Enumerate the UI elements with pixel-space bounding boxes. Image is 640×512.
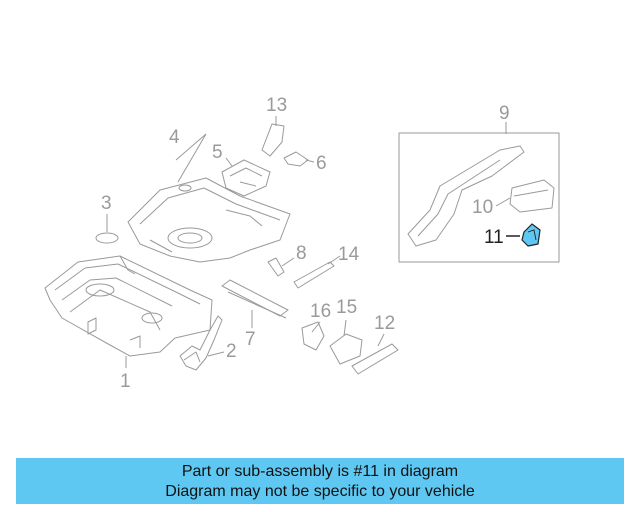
callout-4: 4 xyxy=(169,127,180,148)
part-16-bracket xyxy=(301,321,325,351)
callout-16: 16 xyxy=(310,301,332,322)
part-2-bracket xyxy=(179,315,223,371)
banner-line-part-number: Part or sub-assembly is #11 in diagram xyxy=(181,463,459,480)
part-14-brace xyxy=(293,261,335,289)
callout-11: 11 xyxy=(484,227,504,248)
callout-14: 14 xyxy=(338,244,360,265)
part-15-bracket xyxy=(329,333,363,365)
part-8-pin xyxy=(267,257,285,277)
banner-line-disclaimer: Diagram may not be specific to your vehi… xyxy=(165,483,475,500)
part-1-floor-pan xyxy=(44,255,213,357)
callout-8: 8 xyxy=(296,243,307,264)
callout-7: 7 xyxy=(245,329,256,350)
part-6-clip xyxy=(283,151,309,167)
callout-2: 2 xyxy=(226,341,237,362)
callout-6: 6 xyxy=(316,153,327,174)
part-12-rail xyxy=(351,343,399,375)
callout-3: 3 xyxy=(101,193,112,214)
callout-10: 10 xyxy=(472,197,494,218)
callout-1: 1 xyxy=(120,371,131,392)
callout-12: 12 xyxy=(374,313,396,334)
callout-5: 5 xyxy=(212,142,223,163)
part-3-plug xyxy=(95,232,119,244)
part-10-bracket xyxy=(509,179,555,213)
part-9-side-member xyxy=(407,145,525,247)
parts-diagram xyxy=(44,116,560,375)
info-banner: Part or sub-assembly is #11 in diagram D… xyxy=(16,458,624,504)
callout-9: 9 xyxy=(499,103,510,124)
inset-box xyxy=(398,132,560,263)
callout-13: 13 xyxy=(266,95,288,116)
callout-15: 15 xyxy=(336,297,358,318)
part-11-highlighted xyxy=(506,223,541,247)
part-4-rear-floor xyxy=(127,177,291,263)
part-7-rail xyxy=(221,279,289,319)
part-13-bracket xyxy=(261,123,285,157)
part-5-bracket xyxy=(221,159,271,197)
